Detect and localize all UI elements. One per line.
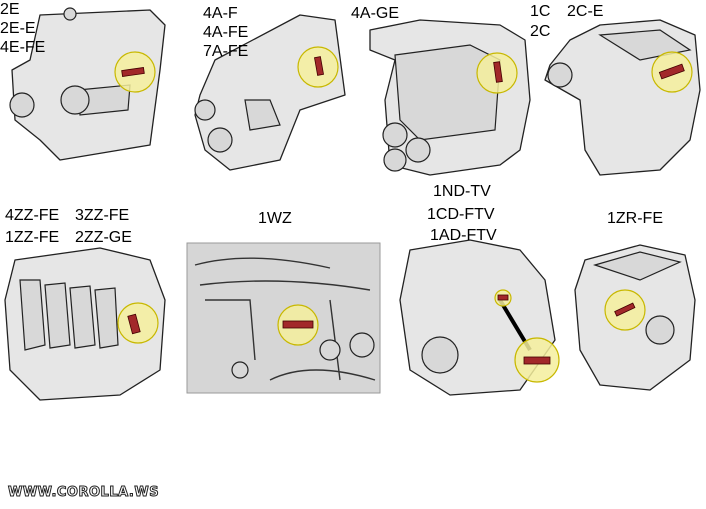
engine-number-plate [121,67,145,77]
engine-label: 1ZR-FE [607,210,663,227]
engine-label: 2C-E [567,3,604,20]
watermark: WWW.COROLLA.WS [7,485,160,501]
engine-label: 1ND-TV [433,183,491,200]
engine-number-plate [127,313,141,335]
engine-number-plate [658,63,685,80]
engine-4age-drawing [369,19,531,176]
engine-label: 2E [0,1,20,18]
engine-number-plate-zoomed [523,356,551,365]
engine-label: 1ZZ-FE [5,229,60,246]
engine-number-plate [493,61,503,83]
engine-2e-drawing [9,7,166,161]
engine-label: 1CD-FTV [427,206,495,223]
engine-number-plate [282,320,314,329]
engine-label: 4A-GE [351,5,400,22]
engine-number-plate [314,56,324,76]
engine-4a-drawing [194,14,346,171]
engine-1nd-drawing [399,239,560,396]
engine-label: 4ZZ-FE [5,207,60,224]
engine-label: 4E-FE [0,39,46,56]
engine-number-plate [497,294,509,301]
engine-label: 7A-FE [203,43,249,60]
engine-1wz-photo [186,242,381,394]
engine-label: 3ZZ-FE [75,207,130,224]
engine-label: 1WZ [258,210,292,227]
engine-zz-drawing [4,247,166,401]
engine-label: 2C [530,23,551,40]
engine-label: 4A-F [203,5,238,22]
engine-1c-drawing [544,19,701,176]
engine-label: 4A-FE [203,24,249,41]
engine-label: 2ZZ-GE [75,229,132,246]
engine-label: 1C [530,3,551,20]
engine-label: 1AD-FTV [430,227,497,244]
engine-label: 2E-E [0,20,36,37]
engine-1zr-drawing [574,244,696,391]
engine-number-plate [614,302,636,317]
